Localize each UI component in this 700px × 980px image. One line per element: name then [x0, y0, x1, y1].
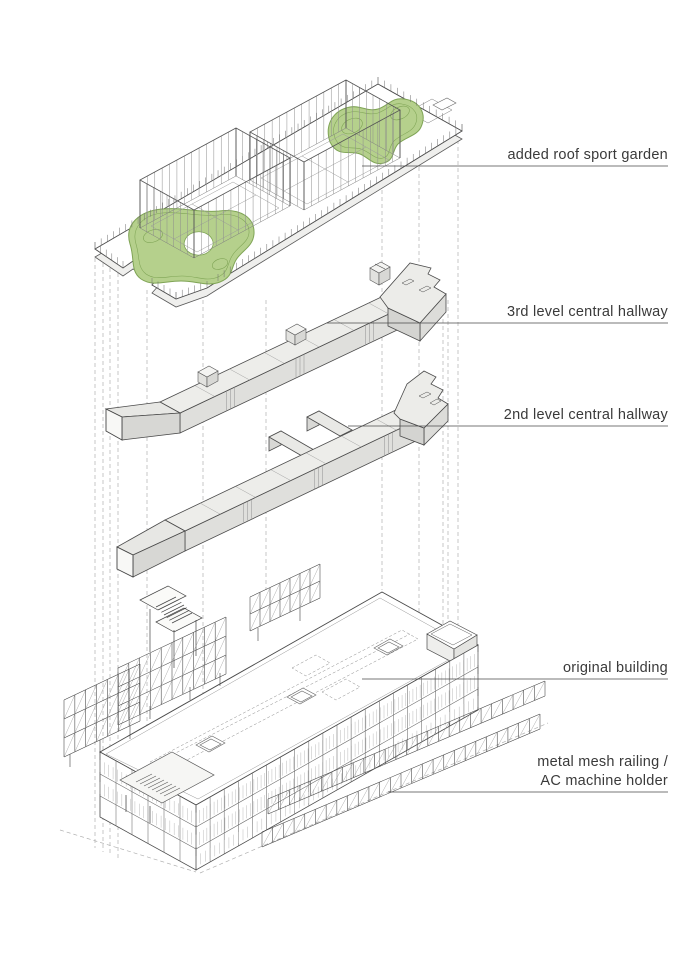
label-mesh-railing: metal mesh railing / AC machine holder	[537, 753, 668, 791]
h2-end-opening	[116, 546, 134, 578]
court-fence-left	[139, 128, 291, 258]
label-roof-garden: added roof sport garden	[507, 147, 668, 163]
h3-head-skylight	[369, 261, 391, 286]
staircase-flight-hatch	[155, 596, 193, 624]
original-building	[59, 585, 549, 874]
label-hallway-2nd-level: 2nd level central hallway	[503, 407, 668, 423]
roof-parapet-railing	[94, 77, 463, 299]
roof-skylights	[195, 638, 404, 753]
label-mesh-railing-line1: metal mesh railing /	[537, 754, 668, 770]
label-hallway-3rd-level: 3rd level central hallway	[507, 304, 668, 320]
mesh-railing-panels	[63, 563, 546, 848]
h2-branch-arm-2	[306, 410, 353, 437]
h3-skylight-box-1	[197, 365, 219, 388]
garden-blob-right	[327, 98, 424, 165]
h2-joint-ticks	[200, 419, 397, 523]
court-fence-right	[249, 80, 401, 210]
ground-hidden-edges	[59, 722, 549, 874]
hallway-2nd-level	[116, 370, 449, 578]
court-fence-rim-left	[139, 127, 291, 211]
h3-end-opening	[105, 408, 123, 441]
h3-head-plate	[379, 262, 447, 343]
sw-terrace	[119, 751, 215, 823]
leader-lines	[327, 165, 668, 793]
roof-hidden-hallway-footprint	[149, 629, 419, 772]
floating-staircase	[139, 585, 203, 668]
hallway-3rd-level	[104, 261, 447, 441]
roof-garden-layer	[94, 77, 463, 308]
court-fence-rim-right	[249, 79, 401, 163]
h3-top-face	[159, 291, 413, 414]
roof-deck-tab-detail	[432, 97, 457, 111]
h3-flare-under	[121, 412, 181, 441]
facade-structure-lines	[99, 645, 479, 870]
h3-joint-ticks	[194, 302, 389, 411]
terrace-stair-hatch	[135, 773, 181, 797]
label-mesh-railing-line2: AC machine holder	[540, 773, 668, 789]
h2-head-plate	[393, 370, 449, 446]
h3-skylight-box-2	[285, 323, 307, 346]
label-original-building: original building	[562, 660, 668, 676]
